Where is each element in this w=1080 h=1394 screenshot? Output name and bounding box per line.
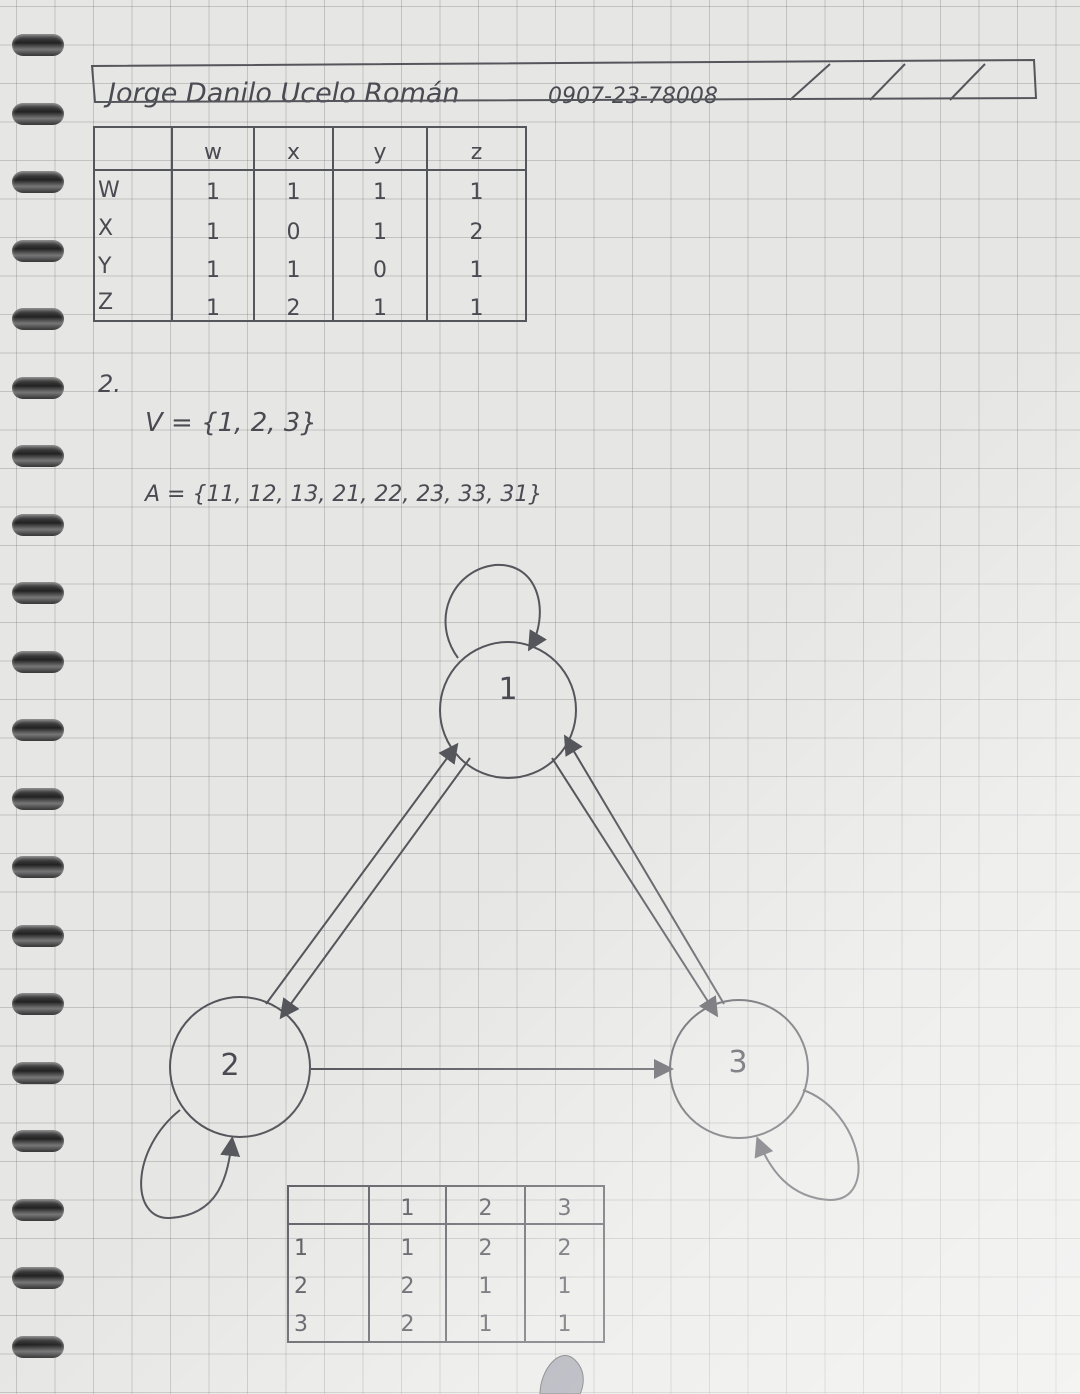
table2-cell: 2	[478, 1236, 493, 1261]
edge-3-1	[563, 734, 725, 1005]
table1-cell: 0	[286, 220, 301, 245]
table1-cell: 1	[469, 296, 484, 321]
table2-cell: 1	[400, 1236, 415, 1261]
loop-3-3	[754, 1089, 860, 1202]
table1-cell: 1	[469, 180, 484, 205]
table2-cell: 2	[400, 1312, 415, 1337]
table1-col-header: z	[470, 140, 483, 165]
table2-col-header: 3	[557, 1196, 572, 1221]
logo-stamp	[539, 1354, 584, 1394]
table1-cell: 2	[469, 220, 484, 245]
loop-2-2	[140, 1109, 241, 1220]
table1-cell: 1	[286, 180, 301, 205]
table2-row-header: 2	[294, 1274, 308, 1299]
table2-col-header: 2	[478, 1196, 493, 1221]
table1-col-header: x	[286, 140, 301, 165]
table2-col-header: 1	[400, 1196, 415, 1221]
table1-cell: 0	[373, 258, 387, 283]
table1-row-header: Y	[98, 254, 112, 279]
edge-1-3	[551, 757, 719, 1018]
node-1-label: 1	[498, 672, 518, 707]
table2-cell: 2	[557, 1236, 572, 1261]
node-2-label: 2	[220, 1048, 240, 1083]
table1-cell: 1	[373, 180, 387, 205]
arc-set: A = {11, 12, 13, 21, 22, 23, 33, 31}	[145, 482, 543, 507]
table1-cell: 1	[206, 258, 220, 283]
table1-cell: 2	[286, 296, 301, 321]
node-3-label: 3	[728, 1045, 748, 1080]
table2-row-header: 3	[294, 1312, 308, 1337]
table2-cell: 1	[478, 1312, 493, 1337]
header-box	[90, 58, 1038, 104]
table1-cell: 1	[206, 296, 220, 321]
edge-2-1	[265, 742, 459, 1005]
table1-cell: 1	[469, 258, 484, 283]
table1-row-header: Z	[98, 290, 114, 315]
table1-cell: 1	[206, 180, 220, 205]
table1-cell: 1	[286, 258, 301, 283]
table2-row-header: 1	[294, 1236, 308, 1261]
vertex-set: V = {1, 2, 3}	[145, 408, 317, 438]
table1-cell: 1	[373, 220, 387, 245]
table1-cell: 1	[373, 296, 387, 321]
table2-cell: 1	[557, 1312, 572, 1337]
table1-row-header: X	[98, 216, 114, 241]
problem-number: 2.	[98, 370, 121, 398]
edge-1-2	[279, 757, 471, 1020]
table1-col-header: y	[373, 140, 387, 165]
table2-cell: 1	[557, 1274, 572, 1299]
node-1-circle	[439, 641, 577, 779]
table1-row-header: W	[98, 178, 120, 203]
table1-col-header: w	[204, 140, 222, 165]
table2-cell: 1	[478, 1274, 493, 1299]
table1-cell: 1	[206, 220, 220, 245]
table2-cell: 2	[400, 1274, 415, 1299]
